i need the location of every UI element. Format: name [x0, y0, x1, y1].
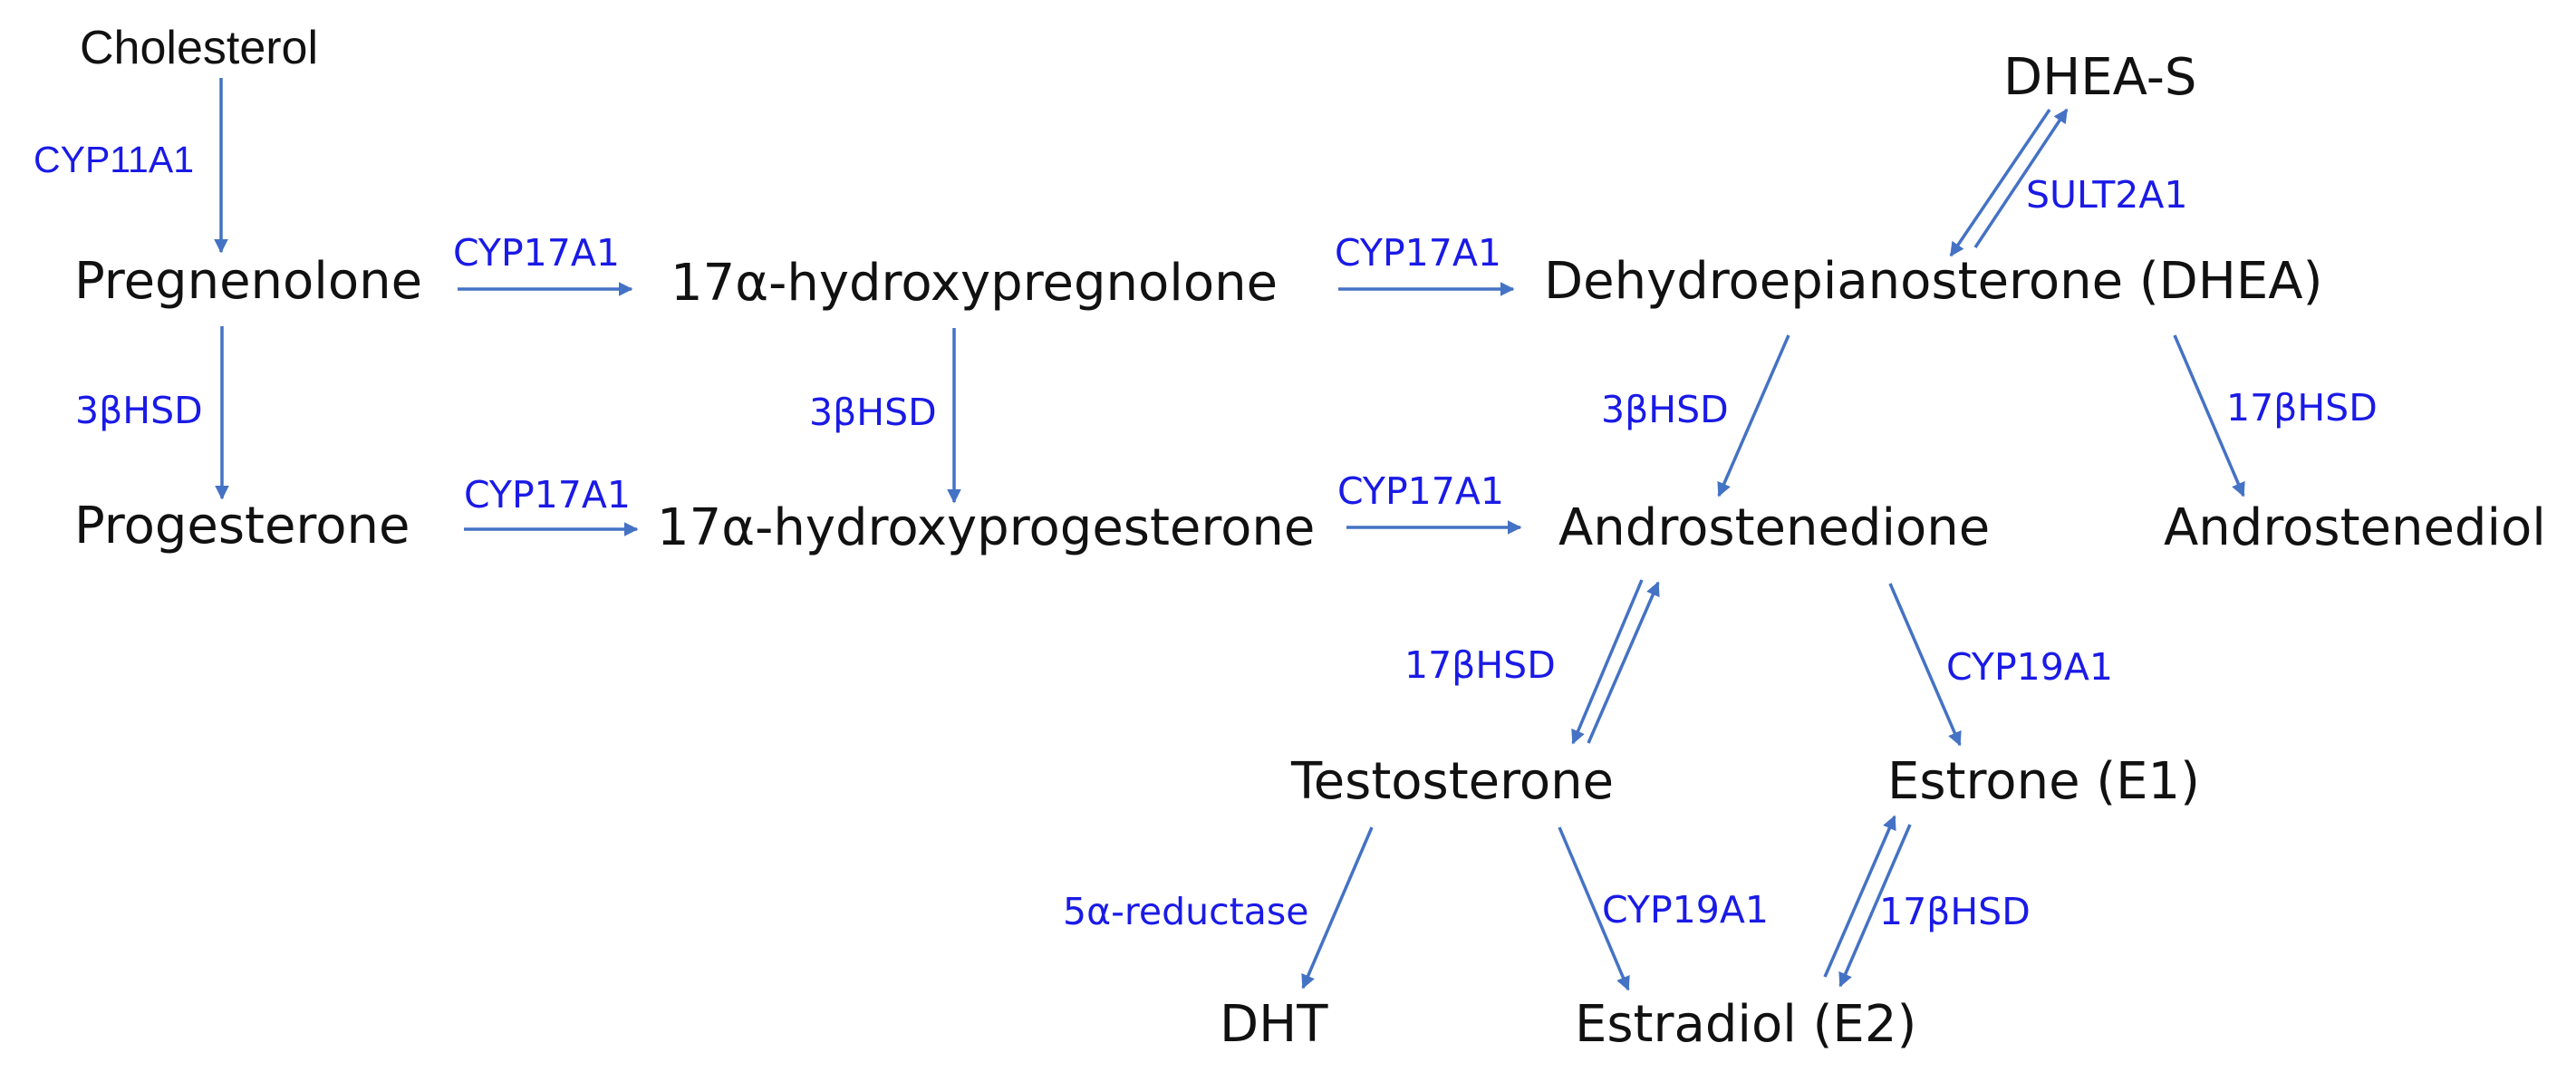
node-cholesterol: Cholesterol [80, 22, 319, 74]
node-dhea-s: DHEA-S [2003, 48, 2197, 107]
arrow-testosterone-to-estradiol [1558, 826, 1630, 991]
enzyme-label-cyp17a1-pregnenolone: CYP17A1 [453, 231, 620, 275]
enzyme-label-cyp19a1-testosterone: CYP19A1 [1602, 888, 1769, 932]
node-pregnenolone: Pregnenolone [74, 252, 423, 311]
arrow-androstenedione-to-testosterone [1571, 579, 1644, 745]
arrow-testosterone-to-dht [1301, 826, 1374, 990]
node-dhea: Dehydroepianosterone (DHEA) [1544, 252, 2323, 311]
enzyme-label-cyp17a1-hydroxypregnolone: CYP17A1 [1335, 231, 1501, 275]
arrow-estradiol-to-estrone [1823, 815, 1896, 978]
enzyme-label-17bhsd-estrone: 17βHSD [1879, 890, 2031, 933]
enzyme-label-cyp11a1: CYP11A1 [34, 139, 195, 180]
node-androstenediol: Androstenediol [2164, 498, 2546, 557]
node-estradiol: Estradiol (E2) [1575, 995, 1917, 1054]
node-testosterone: Testosterone [1291, 752, 1615, 811]
enzyme-label-cyp17a1-progesterone: CYP17A1 [464, 473, 631, 517]
enzyme-label-5a-reductase: 5α-reductase [1063, 890, 1309, 933]
enzyme-label-cyp19a1-androstenedione: CYP19A1 [1946, 645, 2113, 689]
arrow-dhea-to-androstenediol [2173, 334, 2245, 497]
node-androstenedione: Androstenedione [1558, 498, 1991, 557]
enzyme-label-17bhsd-androstenedione: 17βHSD [1404, 643, 1556, 687]
node-estrone: Estrone (E1) [1887, 752, 2201, 811]
enzyme-label-3bhsd-dhea: 3βHSD [1601, 388, 1729, 431]
arrow-dhea-to-dhea-s [1973, 108, 2069, 248]
arrow-estrone-to-estradiol [1838, 824, 1912, 988]
enzyme-label-3bhsd-pregnenolone: 3βHSD [75, 389, 203, 432]
node-17a-hydroxyprogesterone: 17α-hydroxyprogesterone [657, 498, 1316, 557]
arrow-testosterone-to-androstenedione [1587, 581, 1660, 744]
node-dht: DHT [1220, 995, 1328, 1054]
node-17a-hydroxypregnolone: 17α-hydroxypregnolone [671, 254, 1278, 313]
enzyme-label-sult2a1: SULT2A1 [2026, 173, 2188, 217]
enzyme-label-3bhsd-hydroxypregnolone: 3βHSD [809, 391, 937, 434]
arrow-androstenedione-to-estrone [1888, 583, 1962, 747]
node-progesterone: Progesterone [74, 497, 410, 555]
enzyme-label-cyp17a1-hydroxyprogesterone: CYP17A1 [1337, 469, 1504, 513]
enzyme-label-17bhsd-dhea: 17βHSD [2226, 386, 2378, 430]
arrow-dhea-to-androstenedione [1717, 334, 1790, 497]
arrow-dhea-s-to-dhea [1949, 109, 2051, 257]
